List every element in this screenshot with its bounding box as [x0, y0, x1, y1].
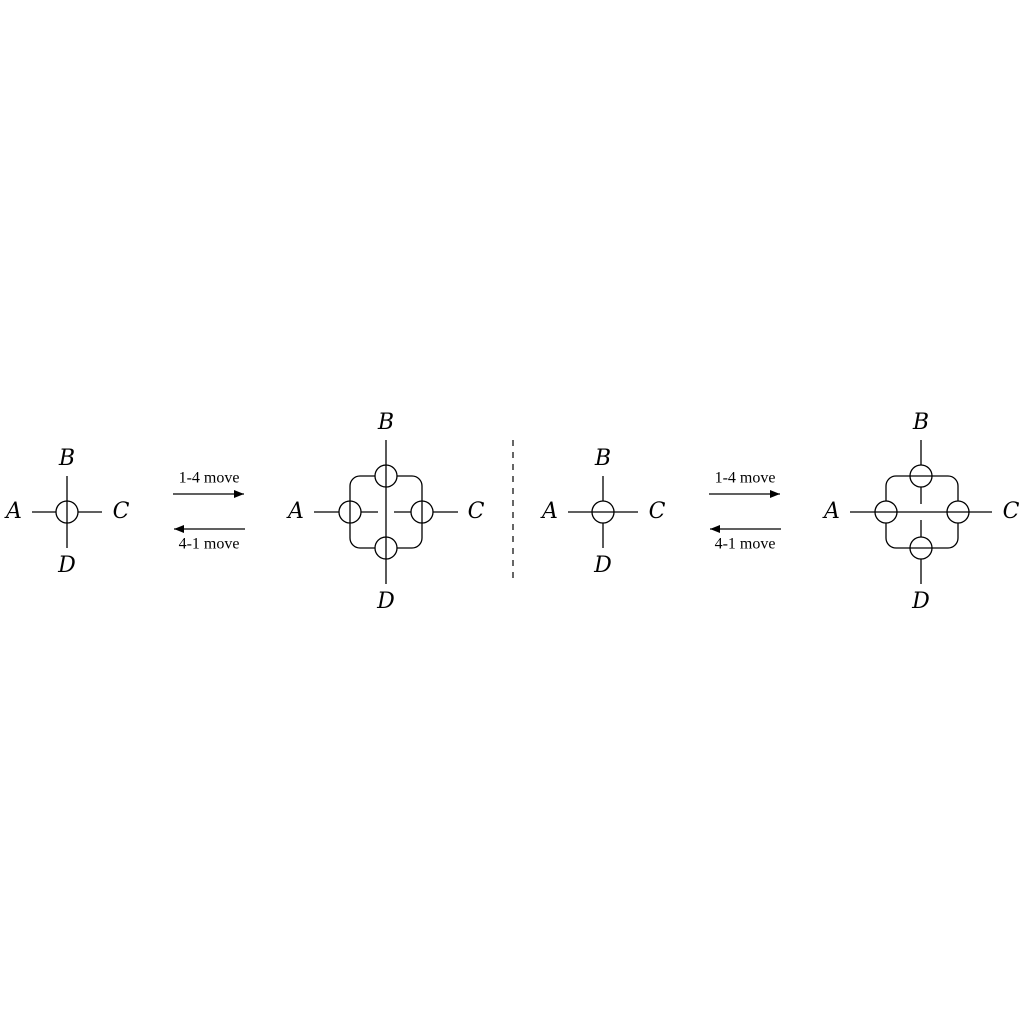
left-square-diagram: B A C D: [286, 410, 485, 614]
label-c: C: [113, 499, 130, 524]
label-d: D: [593, 553, 612, 578]
label-a: A: [540, 499, 558, 524]
label-d: D: [911, 589, 930, 614]
right-panel: B A C D 1-4 move 4-1 move: [540, 410, 1020, 614]
left-single-vertex: B A C D: [4, 446, 130, 578]
label-a: A: [286, 499, 304, 524]
label-a: A: [4, 499, 22, 524]
label-b: B: [912, 410, 929, 435]
label-c: C: [649, 499, 666, 524]
right-move-arrows: 1-4 move 4-1 move: [709, 470, 781, 553]
label-b: B: [58, 446, 75, 471]
right-single-vertex: B A C D: [540, 446, 666, 578]
forward-move-label: 1-4 move: [179, 470, 240, 487]
label-b: B: [377, 410, 394, 435]
left-panel: B A C D 1-4 move 4-1 move: [4, 410, 485, 614]
left-move-arrows: 1-4 move 4-1 move: [173, 470, 245, 553]
backward-move-label: 4-1 move: [179, 536, 240, 553]
right-square-diagram: B A C D: [822, 410, 1020, 614]
backward-move-label: 4-1 move: [715, 536, 776, 553]
forward-move-label: 1-4 move: [715, 470, 776, 487]
label-c: C: [468, 499, 485, 524]
label-c: C: [1003, 499, 1020, 524]
label-a: A: [822, 499, 840, 524]
label-b: B: [594, 446, 611, 471]
label-d: D: [376, 589, 395, 614]
label-d: D: [57, 553, 76, 578]
